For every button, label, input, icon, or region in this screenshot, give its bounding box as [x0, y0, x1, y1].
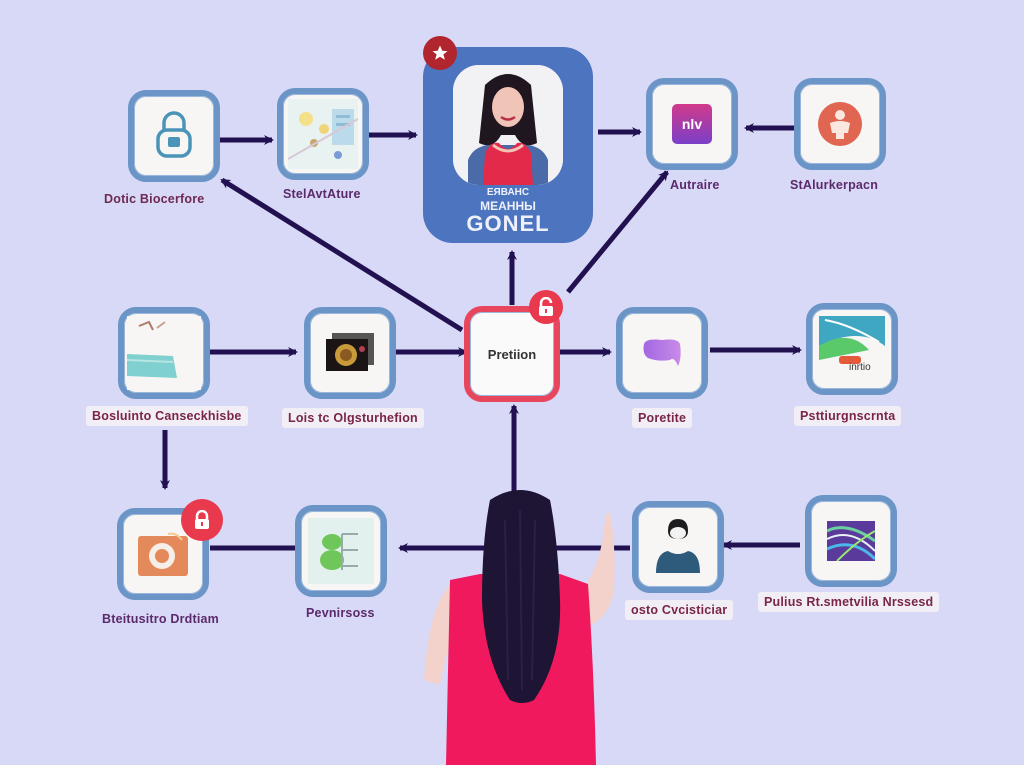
label-pevnirsoss: Pevnirsoss: [306, 606, 375, 620]
node-psttiurg[interactable]: inrtio: [806, 303, 898, 395]
lock-icon: [195, 510, 209, 529]
photo-stack-icon: [326, 333, 374, 371]
node-pulius[interactable]: [805, 495, 897, 587]
profile-card[interactable]: ЕЯВАНС МЕАННЫ GONEL: [423, 47, 593, 243]
star-badge: [423, 36, 457, 70]
padlock-icon: [156, 111, 192, 158]
node-pevnirsoss[interactable]: [295, 505, 387, 597]
profile-photo: [453, 65, 563, 185]
profile-line1: ЕЯВАНС: [486, 187, 530, 198]
label-bosluinto: Bosluinto Canseckhisbe: [86, 406, 248, 426]
woman-portrait-icon: [453, 65, 563, 185]
profile-name: GONEL: [466, 211, 550, 236]
landscape-image-icon: inrtio: [819, 316, 885, 382]
label-bteitusitro: Bteitusitro Drdtiam: [102, 612, 220, 626]
center-node-label: Pretiion: [487, 346, 537, 362]
node-stalurkerpacn[interactable]: [794, 78, 886, 170]
label-stelavtature: StelAvtAture: [283, 187, 361, 201]
svg-text:inrtio: inrtio: [849, 362, 871, 373]
purple-blob-icon: [643, 339, 681, 366]
abstract-art-icon: [827, 521, 875, 561]
label-pulius: Pulius Rt.smetvilia Nrssesd: [758, 592, 940, 612]
center-node-pretiion[interactable]: Pretiion: [464, 306, 560, 402]
label-stalurkerpacn: StAlurkerpacn: [790, 178, 879, 192]
unlock-badge: [529, 290, 563, 324]
label-lois: Lois tc Olgsturhefion: [282, 408, 424, 428]
label-autraire: Autraire: [670, 178, 720, 192]
woman-figure-illustration: [424, 490, 615, 765]
app-tile-icon: nlv: [672, 104, 712, 144]
unlock-icon: [539, 297, 553, 316]
user-avatar-icon: [656, 519, 700, 573]
label-osto: osto Cvcisticiar: [625, 600, 734, 620]
label-poretite: Poretite: [632, 408, 693, 428]
profile-line2: МЕАННЫ: [480, 199, 536, 213]
node-dotic-biocerfore[interactable]: [128, 90, 220, 182]
node-lois[interactable]: [304, 307, 396, 399]
image-collage-icon: [288, 99, 358, 169]
node-stelavtature[interactable]: [277, 88, 369, 180]
person-circle-icon: [818, 102, 862, 146]
node-osto[interactable]: [632, 501, 724, 593]
star-icon: [432, 45, 448, 60]
node-autraire[interactable]: nlv: [646, 78, 738, 170]
lock-badge: [181, 499, 223, 541]
label-dotic-biocerfore: Dotic Biocerfore: [104, 192, 205, 206]
node-bosluinto[interactable]: [118, 307, 210, 399]
node-poretite[interactable]: [616, 307, 708, 399]
label-psttiurg: Psttiurgnscrnta: [794, 406, 902, 426]
checklist-icon: [308, 518, 374, 584]
camera-icon: [138, 532, 188, 576]
document-image-icon: [127, 316, 201, 390]
